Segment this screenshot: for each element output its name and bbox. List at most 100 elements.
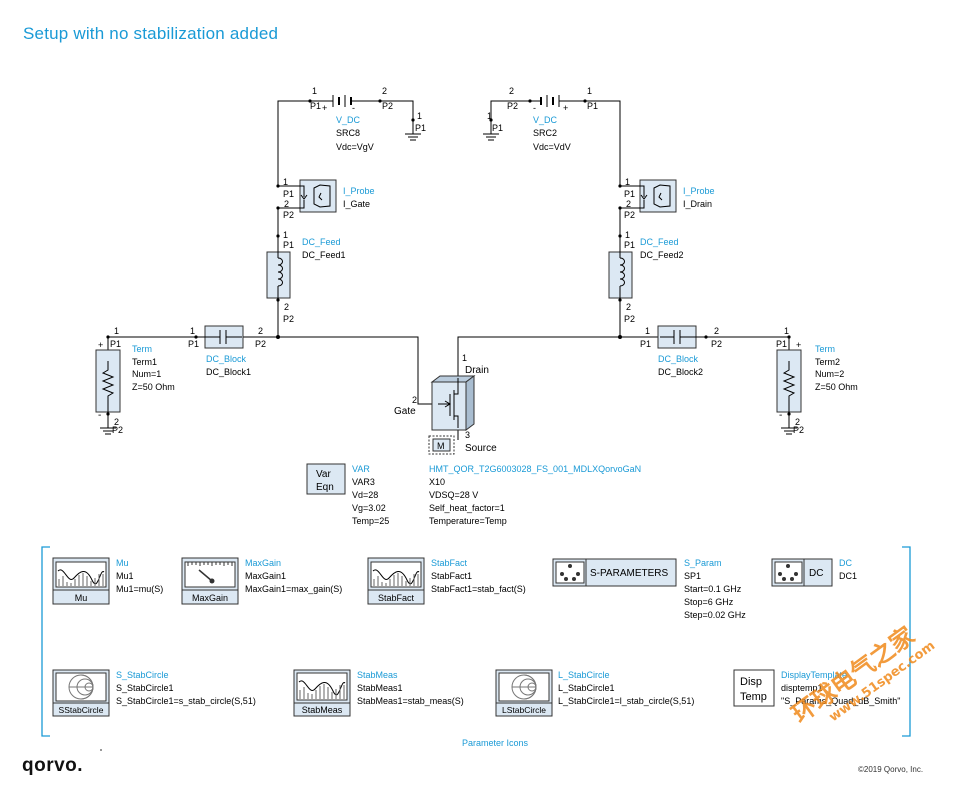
gan-transistor[interactable]: 1 Drain 2 Gate 3 Source M HMT_QOR_T2G600… <box>394 353 641 526</box>
component-type: S_StabCircle <box>116 670 169 680</box>
pin-number: 1 <box>283 230 288 240</box>
pin-number: 2 <box>795 417 800 427</box>
wires <box>107 100 790 440</box>
component-type: DC_Feed <box>302 237 341 247</box>
component-param: Z=50 Ohm <box>815 382 858 392</box>
gate-dc-feed[interactable]: 1 P1 2 P2 DC_Feed DC_Feed1 <box>266 230 346 324</box>
mu-measurement[interactable]: Mu Mu Mu1 Mu1=mu(S) <box>52 557 163 605</box>
pin-number: 2 <box>626 199 631 209</box>
probe-body <box>299 179 337 213</box>
component-name: L_StabCircle1 <box>558 683 615 693</box>
pin-number: 1 <box>312 86 317 96</box>
pin-label: P1 <box>640 339 651 349</box>
component-type: V_DC <box>533 115 558 125</box>
component-expr: S_StabCircle1=s_stab_circle(S,51) <box>116 696 256 706</box>
pin-number: 2 <box>382 86 387 96</box>
drain-dc-block[interactable]: 1 P1 2 P2 DC_Block DC_Block2 <box>640 325 722 377</box>
var-icon-text: Eqn <box>316 482 334 493</box>
component-type: StabFact <box>431 558 468 568</box>
inductor-icon <box>277 257 283 287</box>
icon-label: S-PARAMETERS <box>590 568 668 579</box>
component-type: I_Probe <box>343 186 375 196</box>
component-param: Vdc=VgV <box>336 142 374 152</box>
pin-label: P1 <box>587 101 598 111</box>
ground-icon <box>781 427 797 435</box>
pin-label: P2 <box>255 339 266 349</box>
drain-dc-feed[interactable]: 1 P1 2 P2 DC_Feed DC_Feed2 <box>608 230 684 324</box>
maxgain-measurement[interactable]: MaxGain MaxGain MaxGain1 MaxGain1=max_ga… <box>181 557 342 605</box>
ammeter-icon <box>620 184 671 209</box>
pin-label: P2 <box>112 425 123 435</box>
pin-label: P1 <box>283 189 294 199</box>
parameter-icons-bracket <box>41 546 911 737</box>
component-type: Mu <box>116 558 129 568</box>
page-title: Setup with no stabilization added <box>23 24 279 43</box>
icon-label: MaxGain <box>192 593 228 603</box>
component-param: Start=0.1 GHz <box>684 584 742 594</box>
component-name: DC_Block2 <box>658 367 703 377</box>
s-parameters-controller[interactable]: S-PARAMETERS S_Param SP1 Start=0.1 GHz S… <box>552 558 746 620</box>
gate-current-probe[interactable]: 1 P1 2 P2 I_Probe I_Gate <box>278 177 375 220</box>
component-type: DC <box>839 558 852 568</box>
pin-number: 2 <box>412 395 417 405</box>
dc-controller[interactable]: DC DC DC1 <box>771 558 857 587</box>
component-name: StabMeas1 <box>357 683 403 693</box>
drain-label: Drain <box>465 365 489 376</box>
icon-label: SStabCircle <box>59 705 104 715</box>
transistor-body <box>430 375 476 431</box>
plus-sign: + <box>322 103 327 113</box>
resistor-icon <box>782 361 796 414</box>
pin-number: 2 <box>714 326 719 336</box>
svg-text:M: M <box>437 441 445 451</box>
output-term[interactable]: 1 P1 + - 2 P2 Term Term2 Num=2 Z=50 Ohm <box>776 326 858 435</box>
component-param: Step=0.02 GHz <box>684 610 746 620</box>
component-param: Z=50 Ohm <box>132 382 175 392</box>
component-param: "S_Params_Quad_dB_Smith" <box>781 696 900 706</box>
drain-vdc-source[interactable]: 2 P2 - 1 P1 + V_DC SRC2 Vdc=VdV <box>507 86 598 152</box>
component-name: DC_Feed1 <box>302 250 346 260</box>
plus-sign: + <box>796 340 801 350</box>
component-name: I_Gate <box>343 199 370 209</box>
model-icon: M <box>428 435 455 455</box>
component-type: DC_Block <box>658 354 699 364</box>
pin-number: 2 <box>284 199 289 209</box>
component-type: S_Param <box>684 558 722 568</box>
drain-current-probe[interactable]: 1 P1 2 P2 I_Probe I_Drain <box>620 177 715 220</box>
ammeter-icon <box>278 184 331 209</box>
display-template[interactable]: Disp Temp DisplayTemplate disptemp1 "S_P… <box>733 669 900 707</box>
probe-body <box>639 179 677 213</box>
component-param: Temperature=Temp <box>429 516 507 526</box>
component-type: DisplayTemplate <box>781 670 847 680</box>
pin-number: 2 <box>509 86 514 96</box>
pin-label: P1 <box>110 339 121 349</box>
gate-vdc-source[interactable]: 1 P1 + 2 P2 - V_DC SRC8 Vdc=VgV <box>310 86 393 152</box>
pin-number: 1 <box>114 326 119 336</box>
gate-dc-block[interactable]: 1 P1 2 P2 DC_Block DC_Block1 <box>188 325 266 377</box>
var-equation-block[interactable]: Var Eqn VAR VAR3 Vd=28 Vg=3.02 Temp=25 <box>306 463 389 526</box>
term-body <box>776 349 802 413</box>
ground-icon <box>100 427 116 435</box>
stabmeas-measurement[interactable]: StabMeas StabMeas StabMeas1 StabMeas1=st… <box>293 669 464 717</box>
icon-label: DC <box>809 568 823 579</box>
component-param: Self_heat_factor=1 <box>429 503 505 513</box>
stabfact-measurement[interactable]: StabFact StabFact StabFact1 StabFact1=st… <box>367 557 526 605</box>
capacitor-icon <box>196 330 242 344</box>
pin-label: P2 <box>624 210 635 220</box>
pin-number: 2 <box>284 302 289 312</box>
l-stabcircle-measurement[interactable]: LStabCircle L_StabCircle L_StabCircle1 L… <box>495 669 694 717</box>
var-icon-text: Var <box>316 469 331 480</box>
input-term[interactable]: 1 P1 + - 2 P2 Term Term1 Num=1 Z=50 Ohm <box>95 326 175 435</box>
component-name: disptemp1 <box>781 683 823 693</box>
component-name: StabFact1 <box>431 571 472 581</box>
pin-label: P2 <box>382 101 393 111</box>
pin-label: P1 <box>624 189 635 199</box>
s-stabcircle-measurement[interactable]: SStabCircle S_StabCircle S_StabCircle1 S… <box>52 669 256 717</box>
component-type: Term <box>132 344 152 354</box>
battery-icon <box>530 95 585 107</box>
var-icon <box>306 463 346 495</box>
pin-label: P2 <box>283 314 294 324</box>
component-param: Vg=3.02 <box>352 503 386 513</box>
fet-icon <box>438 378 459 428</box>
plus-sign: + <box>98 340 103 350</box>
component-name: DC_Feed2 <box>640 250 684 260</box>
